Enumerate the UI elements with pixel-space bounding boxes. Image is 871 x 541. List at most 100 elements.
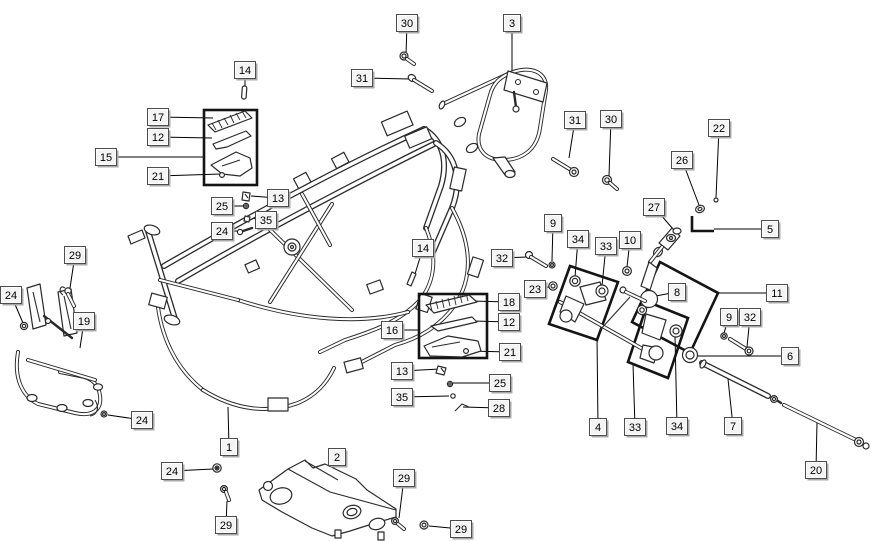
callout-34[interactable]: 34 xyxy=(666,417,690,437)
callout-12[interactable]: 12 xyxy=(498,313,522,333)
callout-18[interactable]: 18 xyxy=(498,293,522,313)
callout-22[interactable]: 22 xyxy=(708,119,732,139)
callout-highlight xyxy=(1,287,21,303)
callout-13[interactable]: 13 xyxy=(267,189,291,209)
callout-14[interactable]: 14 xyxy=(412,239,436,259)
callout-4[interactable]: 4 xyxy=(589,418,609,438)
callout-face xyxy=(739,308,761,326)
callout-7[interactable]: 7 xyxy=(724,417,744,437)
callout-highlight xyxy=(74,313,94,329)
callout-24[interactable]: 24 xyxy=(0,286,24,306)
bolt-30-top xyxy=(399,51,416,66)
callout-13[interactable]: 13 xyxy=(391,362,415,382)
callout-number: 20 xyxy=(810,465,822,477)
callout-20[interactable]: 20 xyxy=(805,461,829,481)
callout-24[interactable]: 24 xyxy=(131,411,155,431)
callout-face xyxy=(0,286,22,304)
callout-23[interactable]: 23 xyxy=(524,280,548,300)
callout-highlight xyxy=(568,231,588,247)
nut-24-far-left xyxy=(19,321,29,331)
callout-number: 14 xyxy=(239,65,251,77)
washer-25-mid xyxy=(446,380,454,388)
callout-30[interactable]: 30 xyxy=(396,14,420,34)
callout-29[interactable]: 29 xyxy=(393,469,417,489)
bolt-31-top xyxy=(407,73,434,93)
callout-24[interactable]: 24 xyxy=(211,222,235,242)
callout-9[interactable]: 9 xyxy=(720,308,740,328)
leader-line xyxy=(596,336,599,428)
callout-33[interactable]: 33 xyxy=(624,418,648,438)
callout-2[interactable]: 2 xyxy=(328,448,348,468)
callout-25[interactable]: 25 xyxy=(489,374,513,394)
callout-31[interactable]: 31 xyxy=(564,111,588,131)
callout-30[interactable]: 30 xyxy=(600,110,624,130)
washer-26 xyxy=(695,204,705,214)
callout-face xyxy=(524,280,546,298)
callout-29[interactable]: 29 xyxy=(64,246,88,266)
callout-highlight xyxy=(329,449,345,465)
callout-number: 15 xyxy=(100,152,112,164)
callout-5[interactable]: 5 xyxy=(761,220,781,240)
callout-29[interactable]: 29 xyxy=(215,516,239,536)
callout-face xyxy=(761,220,779,238)
callout-35[interactable]: 35 xyxy=(391,388,415,408)
callout-27[interactable]: 27 xyxy=(643,198,667,218)
callout-21[interactable]: 21 xyxy=(147,167,171,187)
callout-face xyxy=(619,231,641,249)
callout-face xyxy=(668,283,686,301)
callout-highlight xyxy=(545,215,561,231)
callout-highlight xyxy=(413,240,433,256)
callout-34[interactable]: 34 xyxy=(567,230,591,250)
callout-19[interactable]: 19 xyxy=(73,312,97,332)
callout-highlight xyxy=(490,375,510,391)
callout-29[interactable]: 29 xyxy=(450,520,474,540)
callout-number: 24 xyxy=(136,415,148,427)
callout-highlight xyxy=(352,70,372,86)
callout-face xyxy=(391,388,413,406)
callout-21[interactable]: 21 xyxy=(499,343,523,363)
callout-32[interactable]: 32 xyxy=(739,308,763,328)
callout-number: 25 xyxy=(216,201,228,213)
callout-11[interactable]: 11 xyxy=(766,284,790,304)
callout-8[interactable]: 8 xyxy=(668,283,688,303)
callout-highlight xyxy=(525,281,545,297)
callout-16[interactable]: 16 xyxy=(381,321,405,341)
callout-number: 29 xyxy=(455,524,467,536)
callout-number: 30 xyxy=(605,114,617,126)
callout-highlight xyxy=(212,198,232,214)
callout-face xyxy=(131,411,153,429)
callout-face xyxy=(708,119,730,137)
callout-number: 14 xyxy=(417,243,429,255)
pin-35-mid xyxy=(450,393,456,399)
callout-6[interactable]: 6 xyxy=(781,347,801,367)
callout-25[interactable]: 25 xyxy=(211,197,235,217)
callout-33[interactable]: 33 xyxy=(595,237,619,257)
callout-31[interactable]: 31 xyxy=(351,69,375,89)
pin-35-left xyxy=(243,215,251,223)
callout-highlight xyxy=(499,294,519,310)
callout-face xyxy=(589,418,607,436)
callout-28[interactable]: 28 xyxy=(488,399,512,419)
washer-9-left xyxy=(548,261,556,269)
callout-3[interactable]: 3 xyxy=(503,14,523,34)
callout-9[interactable]: 9 xyxy=(544,214,564,234)
callout-number: 12 xyxy=(503,317,515,329)
callout-26[interactable]: 26 xyxy=(671,151,695,171)
callout-face xyxy=(498,313,520,331)
callout-24[interactable]: 24 xyxy=(161,462,185,482)
callout-number: 5 xyxy=(767,224,773,236)
callout-15[interactable]: 15 xyxy=(95,148,119,168)
callout-highlight xyxy=(709,120,729,136)
callout-14[interactable]: 14 xyxy=(234,61,258,81)
callout-face xyxy=(234,61,256,79)
callout-highlight xyxy=(451,521,471,537)
callout-17[interactable]: 17 xyxy=(147,108,171,128)
clip-13-mid xyxy=(435,365,447,376)
callout-32[interactable]: 32 xyxy=(491,249,515,269)
callout-35[interactable]: 35 xyxy=(255,211,279,231)
callout-12[interactable]: 12 xyxy=(147,128,171,148)
callout-1[interactable]: 1 xyxy=(220,438,240,458)
callout-10[interactable]: 10 xyxy=(619,231,643,251)
